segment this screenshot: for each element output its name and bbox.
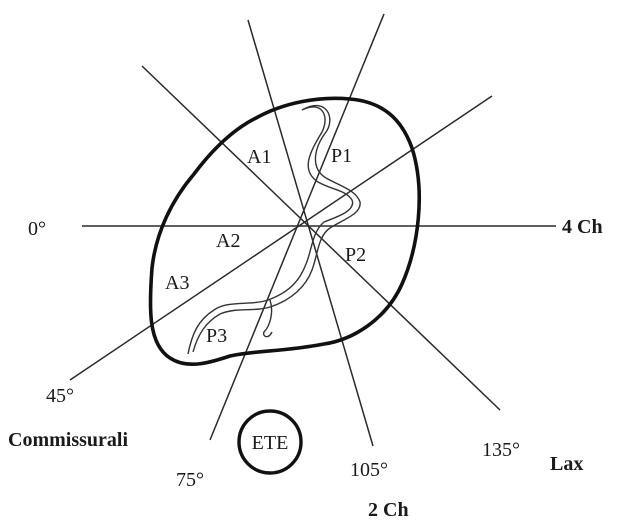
mitral-annulus-outline xyxy=(150,98,419,364)
view-label-2ch: 2 Ch xyxy=(368,499,409,521)
angle-label-45: 45° xyxy=(46,385,74,407)
view-label-4ch: 4 Ch xyxy=(562,216,603,238)
angle-label-135: 135° xyxy=(482,439,520,461)
segment-label-a1: A1 xyxy=(247,146,271,168)
segment-label-a2: A2 xyxy=(216,230,240,252)
view-label-lax: Lax xyxy=(550,453,583,475)
segment-label-a3: A3 xyxy=(165,272,189,294)
segment-label-p2: P2 xyxy=(345,244,366,266)
scan-line-75 xyxy=(210,14,384,440)
segment-label-p1: P1 xyxy=(331,145,352,167)
scan-line-105 xyxy=(248,20,373,446)
segment-label-p3: P3 xyxy=(206,325,227,347)
view-label-commissural: Commissurali xyxy=(8,429,128,451)
angle-label-105: 105° xyxy=(350,459,388,481)
angle-label-75: 75° xyxy=(176,469,204,491)
probe-label: ETE xyxy=(252,432,289,454)
scan-line-45 xyxy=(70,96,492,380)
angle-label-0: 0° xyxy=(28,218,46,240)
